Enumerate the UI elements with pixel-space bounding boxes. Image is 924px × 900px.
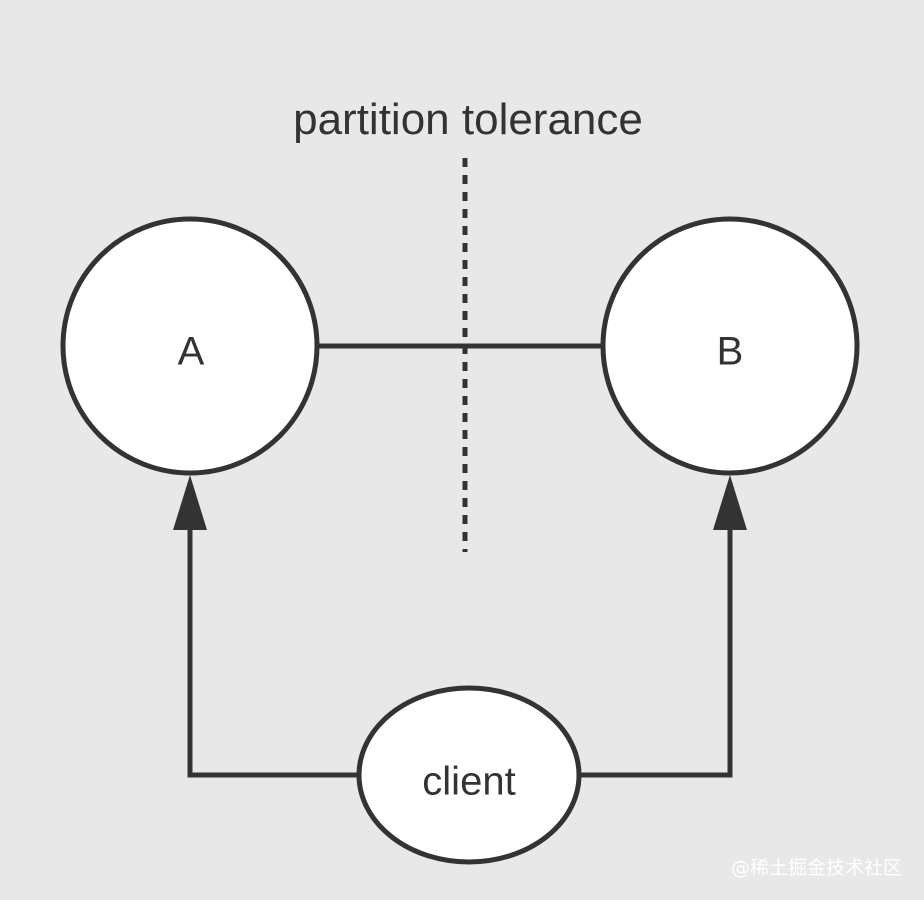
node-b-label: B (717, 330, 744, 374)
diagram-title: partition tolerance (293, 95, 643, 144)
watermark: @稀土掘金技术社区 (730, 857, 902, 879)
node-client: client (356, 685, 582, 865)
arrowhead-to-b (713, 475, 747, 530)
node-a-label: A (178, 330, 205, 374)
arrowhead-to-a (173, 475, 207, 530)
node-a: A (60, 216, 320, 476)
node-client-label: client (422, 760, 515, 804)
link-client-a (187, 520, 358, 778)
link-client-b (580, 520, 733, 778)
node-b: B (600, 216, 860, 476)
